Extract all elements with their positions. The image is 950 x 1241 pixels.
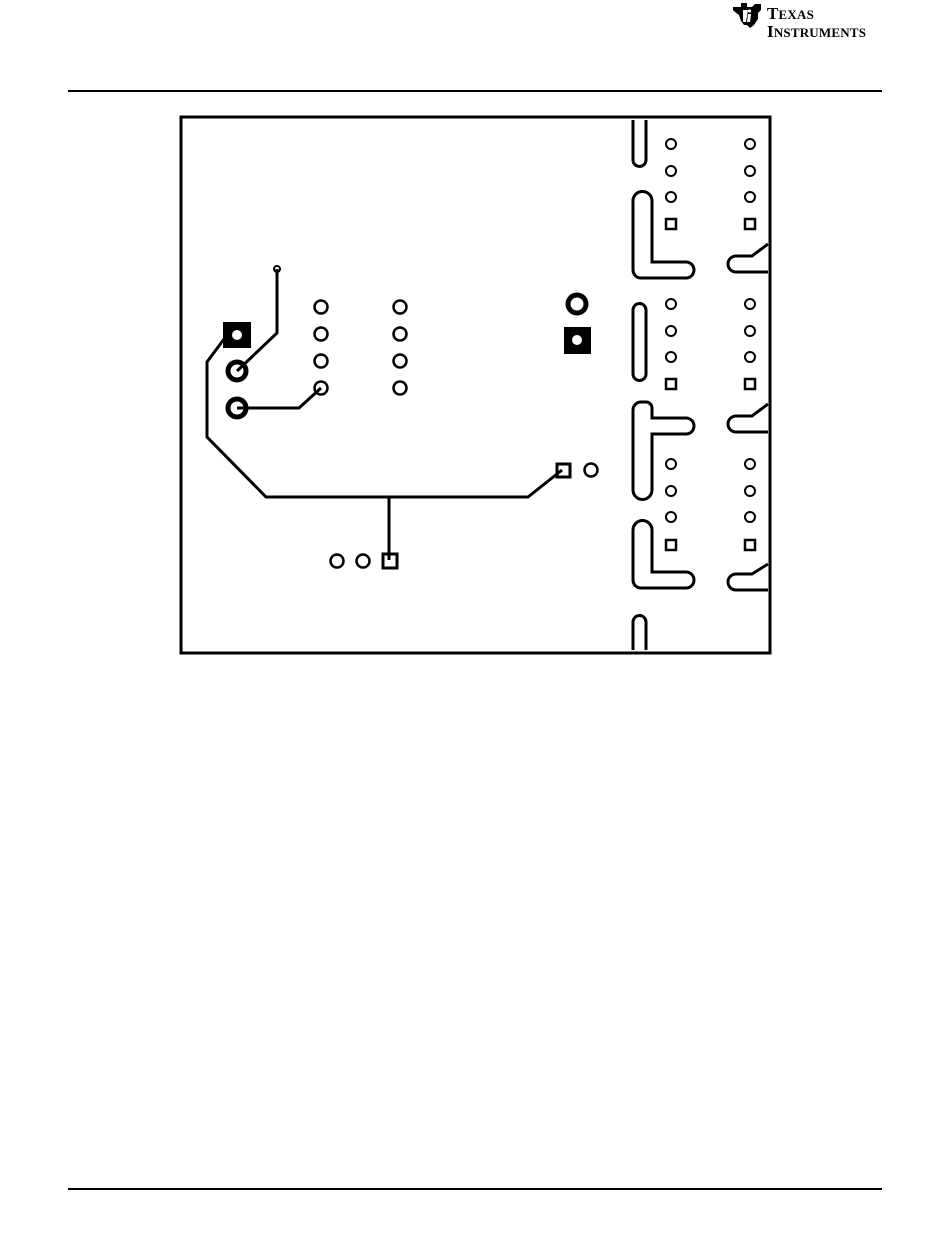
footer-rule xyxy=(68,1188,882,1190)
header-square-pad xyxy=(666,540,676,550)
copper-slot-5 xyxy=(633,521,694,589)
header-square-pad xyxy=(745,379,755,389)
header-pad xyxy=(666,299,676,309)
copper-slot-2 xyxy=(633,191,694,278)
connector-j2-pin1-hole xyxy=(572,335,582,345)
header-square-pad xyxy=(666,219,676,229)
edge-tab-3 xyxy=(728,564,768,590)
part-square-pad xyxy=(557,464,570,477)
copper-slot-4 xyxy=(633,402,694,500)
header-pad xyxy=(745,192,755,202)
header-pad xyxy=(745,459,755,469)
ic-pad-r2 xyxy=(394,328,407,341)
header-pad xyxy=(666,486,676,496)
trace-signal-a xyxy=(237,269,277,371)
part-pad xyxy=(585,464,598,477)
ic-pad-l2 xyxy=(315,328,328,341)
header-pad xyxy=(666,459,676,469)
ic-pad-r3 xyxy=(394,355,407,368)
header-pad xyxy=(666,352,676,362)
regulator-pad-2 xyxy=(357,555,370,568)
copper-slot-3 xyxy=(633,304,646,381)
header-square-pad xyxy=(745,540,755,550)
header-pad xyxy=(745,352,755,362)
ic-pad-r4 xyxy=(394,382,407,395)
header-pad xyxy=(745,299,755,309)
copper-slot-6 xyxy=(633,616,646,650)
connector-j1-pin1-hole xyxy=(232,330,242,340)
edge-tab-1 xyxy=(728,244,768,272)
header-square-pad xyxy=(666,379,676,389)
header-pad xyxy=(745,326,755,336)
header-pad xyxy=(666,326,676,336)
header-pad xyxy=(666,512,676,522)
header-pad xyxy=(666,166,676,176)
header-pad xyxy=(666,192,676,202)
header-pad xyxy=(745,166,755,176)
ic-pad-l1 xyxy=(315,301,328,314)
trace-ground-bus xyxy=(207,335,562,497)
header-square-pad xyxy=(745,219,755,229)
header-pad xyxy=(745,486,755,496)
ic-pad-l3 xyxy=(315,355,328,368)
trace-signal-b xyxy=(237,388,321,408)
header-pad xyxy=(745,512,755,522)
connector-j2-pin2 xyxy=(568,295,586,313)
copper-slot-1 xyxy=(633,120,646,167)
edge-tab-2 xyxy=(728,404,768,432)
header-pad xyxy=(745,139,755,149)
regulator-pad-1 xyxy=(331,555,344,568)
ic-pad-r1 xyxy=(394,301,407,314)
header-pad xyxy=(666,139,676,149)
